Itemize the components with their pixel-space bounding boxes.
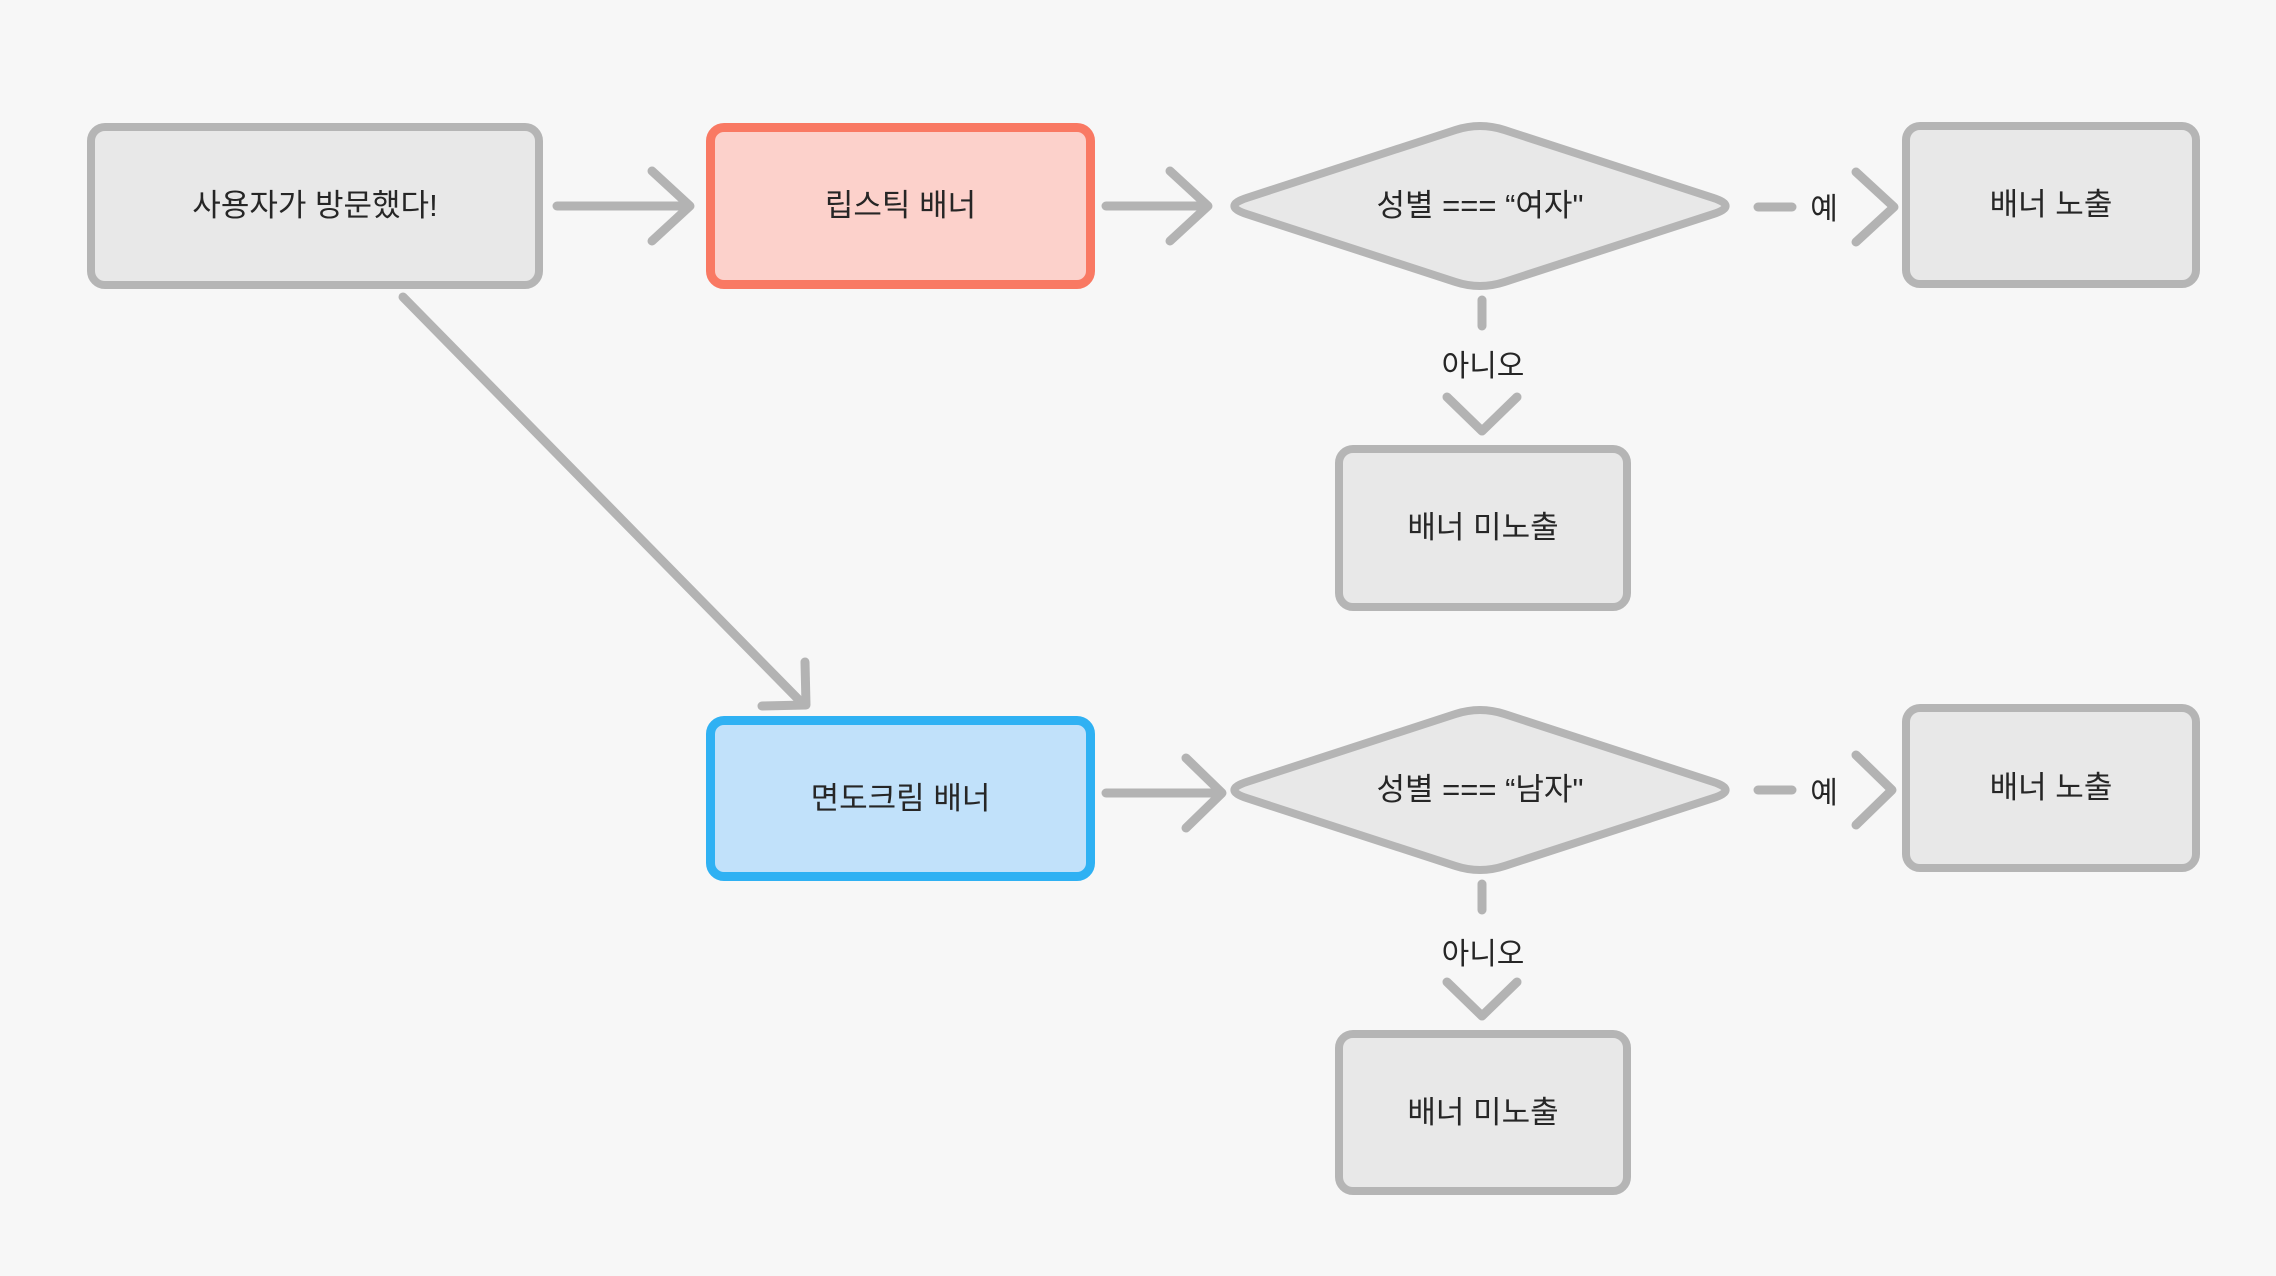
node-banner-hidden-2-label: 배너 미노출 [1407,1094,1559,1130]
node-decision-gender-male[interactable]: 성별 === “남자" [1210,695,1750,885]
node-decision-gender-female-label: 성별 === “여자" [1376,188,1584,224]
edge-label-no-2: 아니오 [1441,938,1525,971]
node-shaving-cream-banner[interactable]: 면도크림 배너 [706,716,1095,881]
node-user-visited-label: 사용자가 방문했다! [192,188,438,224]
node-banner-hidden-2[interactable]: 배너 미노출 [1335,1030,1631,1195]
diamond-shape [1230,122,1730,290]
diamond-shape [1230,706,1730,874]
node-lipstick-banner-label: 립스틱 배너 [824,188,977,224]
edge-label-no-1: 아니오 [1441,350,1525,383]
node-banner-shown-1-label: 배너 노출 [1989,187,2113,223]
node-banner-hidden-1-label: 배너 미노출 [1407,510,1559,546]
edge-no-1-arrowhead-icon [1442,392,1522,436]
node-banner-shown-1[interactable]: 배너 노출 [1902,122,2200,288]
edge-start-to-lipstick-arrowhead-icon [647,166,695,246]
node-banner-hidden-1[interactable]: 배너 미노출 [1335,445,1631,611]
node-decision-gender-female[interactable]: 성별 === “여자" [1210,111,1750,301]
edge-label-yes-1: 예 [1810,193,1838,226]
edge-yes-1-arrowhead-icon [1851,167,1899,247]
node-decision-gender-male-label: 성별 === “남자" [1376,772,1584,808]
edge-start-to-shaving-line [398,292,803,704]
edge-start-to-shaving-arrowhead-icon [757,657,811,711]
edge-label-yes-2: 예 [1810,777,1838,810]
node-user-visited[interactable]: 사용자가 방문했다! [87,123,543,289]
edge-no-2-arrowhead-icon [1442,977,1522,1021]
edge-lipstick-to-decision-arrowhead-icon [1165,166,1213,246]
node-shaving-cream-banner-label: 면도크림 배너 [810,780,991,816]
node-lipstick-banner[interactable]: 립스틱 배너 [706,123,1095,289]
node-banner-shown-2[interactable]: 배너 노출 [1902,704,2200,872]
node-banner-shown-2-label: 배너 노출 [1989,770,2113,806]
edge-yes-2-arrowhead-icon [1851,750,1897,830]
